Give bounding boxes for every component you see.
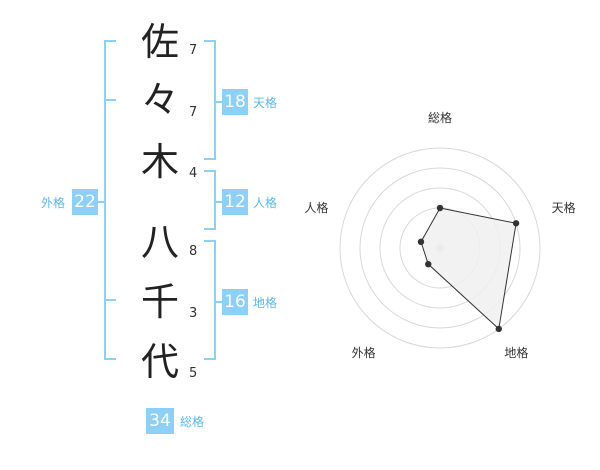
gaikaku-label: 外格	[41, 196, 66, 210]
outer-bracket-vertical	[104, 40, 106, 360]
soukaku-badge: 34	[146, 408, 174, 434]
outer-bracket-top-tick	[104, 40, 116, 42]
stroke-count-2: 7	[189, 105, 198, 120]
radar-axis-label-4: 外格	[352, 345, 376, 360]
name-char-4: 八	[140, 220, 179, 264]
jinkaku-label: 人格	[253, 196, 278, 210]
radar-ring	[359, 167, 521, 329]
tenkaku-bracket-bottom	[204, 158, 216, 160]
radar-point-1	[436, 204, 444, 212]
jinkaku-bracket-vertical	[214, 170, 216, 230]
chikaku-bracket-top	[204, 240, 216, 242]
tenkaku-badge: 18	[222, 89, 248, 115]
name-char-2: 々	[140, 78, 179, 122]
chikaku-badge: 16	[222, 289, 248, 315]
jinkaku-badge: 12	[222, 189, 248, 215]
gaikaku-badge: 22	[72, 189, 98, 215]
radar-point-4	[425, 260, 432, 268]
name-char-3: 木	[140, 140, 179, 184]
radar-point-5	[417, 238, 425, 246]
radar-polygon	[420, 207, 517, 330]
jinkaku-bracket-connector	[214, 201, 222, 203]
chikaku-bracket-vertical	[214, 240, 216, 360]
outer-bracket-connector	[98, 201, 106, 203]
name-char-1: 佐	[140, 20, 179, 64]
tenkaku-label: 天格	[253, 96, 278, 110]
radar-axis-label-3: 地格	[504, 345, 528, 360]
radar-ring	[339, 147, 541, 349]
jinkaku-bracket-bottom	[204, 228, 216, 230]
outer-bracket-tick	[104, 299, 116, 301]
stroke-count-1: 7	[189, 43, 198, 58]
stroke-count-5: 3	[189, 306, 198, 321]
outer-bracket-bottom-tick	[104, 358, 116, 360]
chikaku-label: 地格	[253, 296, 278, 310]
outer-bracket-tick	[104, 99, 116, 101]
chikaku-bracket-connector	[214, 301, 222, 303]
chikaku-bracket-bottom	[204, 358, 216, 360]
name-char-6: 代	[140, 340, 179, 384]
soukaku-label: 総格	[180, 415, 205, 429]
jinkaku-bracket-top	[204, 170, 216, 172]
tenkaku-bracket-connector	[214, 101, 222, 103]
name-char-5: 千	[140, 280, 179, 324]
radar-axis-label-2: 天格	[552, 200, 576, 215]
stroke-count-4: 8	[189, 244, 198, 259]
radar-point-2	[512, 220, 520, 227]
radar-axis-label-1: 総格	[428, 110, 452, 125]
radar-point-3	[495, 325, 502, 333]
stroke-count-3: 4	[189, 166, 198, 181]
radar-axis-label-5: 人格	[304, 200, 328, 215]
tenkaku-bracket-top	[204, 40, 216, 42]
tenkaku-bracket-vertical	[214, 40, 216, 160]
stroke-count-6: 5	[189, 366, 198, 381]
